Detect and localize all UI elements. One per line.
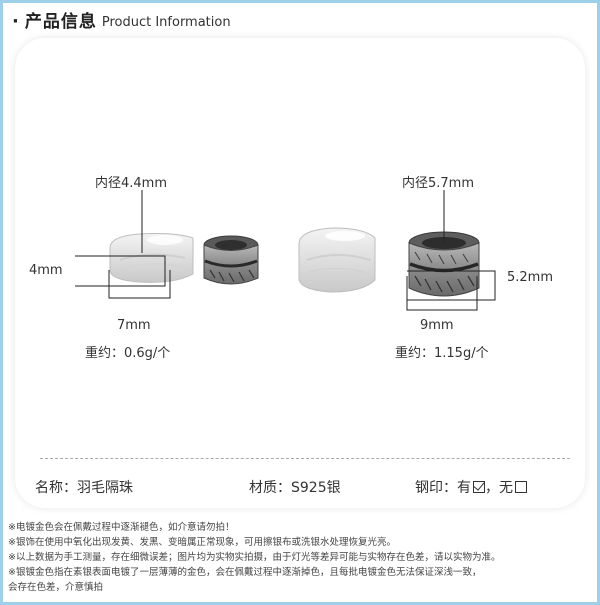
right-width-label: 9mm — [420, 318, 454, 333]
note-line: ※银饰在使用中氧化出现发黄、发黑、变暗属正常现象，可用擦银布或洗银水处理恢复光亮… — [8, 537, 396, 548]
header-title-en: Product Information — [101, 15, 231, 30]
header-bullet: · — [12, 11, 19, 32]
notes-section: ※电镀金色会在佩戴过程中逐渐褪色，如介意请勿拍！ ※银饰在使用中氧化出现发黄、发… — [8, 520, 593, 595]
header-title-cn: 产品信息 — [24, 12, 97, 32]
info-material: 材质：S925银 — [249, 477, 341, 497]
info-name-text: 名称：羽毛隔珠 — [35, 480, 133, 496]
left-inner-diameter-label: 内径4.4mm — [95, 176, 168, 191]
note-line: ※以上数据为手工测量，存在细微误差；图片均为实物实拍摄，由于灯光等差异可能与实物… — [8, 552, 501, 563]
right-inner-diameter-label: 内径5.7mm — [402, 176, 475, 191]
info-material-text: 材质：S925银 — [249, 480, 341, 496]
info-stamp-no: 无 — [499, 480, 513, 496]
stamp-no-checkbox — [515, 481, 527, 493]
product-card: 内径4.4mm 4mm 7mm 重约：0.6g/个 内径5.7mm 5.2mm … — [15, 38, 585, 508]
right-height-label: 5.2mm — [507, 270, 554, 285]
left-width-label: 7mm — [117, 318, 151, 333]
bead-bright-small — [109, 233, 194, 283]
right-weight-label: 重约：1.15g/个 — [395, 346, 489, 361]
note-line: 会存在色差，介意慎拍 — [8, 582, 104, 593]
product-illustration — [75, 190, 496, 311]
left-weight-label: 重约：0.6g/个 — [85, 346, 171, 361]
info-stamp-yes: 有 — [457, 480, 471, 496]
note-line: ※银镀金色指在素银表面电镀了一层薄薄的金色，会在佩戴过程中逐渐掉色，且每批电镀金… — [8, 567, 482, 578]
stamp-yes-checkbox — [473, 481, 485, 493]
bead-bright-large — [298, 227, 376, 293]
bead-dark-small — [203, 235, 259, 285]
left-height-label: 4mm — [29, 263, 63, 278]
info-stamp-sep: ， — [485, 480, 499, 496]
note-line: ※电镀金色会在佩戴过程中逐渐褪色，如介意请勿拍！ — [8, 522, 235, 533]
dimension-lines-right — [406, 190, 496, 311]
section-header: · 产品信息 Product Information — [12, 6, 231, 32]
dimension-lines-left — [75, 190, 171, 299]
info-stamp: 钢印： 有 ， 无 — [415, 477, 527, 497]
info-stamp-label: 钢印： — [415, 480, 457, 496]
info-divider — [40, 458, 570, 459]
info-name: 名称：羽毛隔珠 — [35, 477, 133, 497]
